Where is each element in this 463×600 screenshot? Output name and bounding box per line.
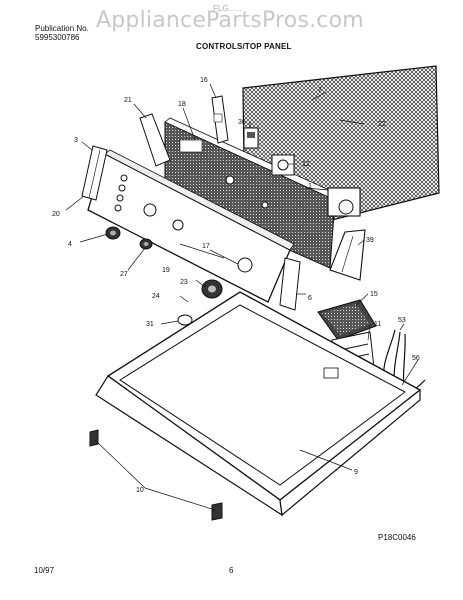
- control-board-12: [317, 299, 377, 341]
- callout-16: 17: [202, 243, 210, 250]
- callout-56: 56: [412, 355, 420, 362]
- switch-36: [243, 127, 259, 149]
- control-10: [271, 154, 295, 176]
- callout-17: 18: [178, 101, 186, 108]
- timer-1: [327, 187, 361, 217]
- callout-labels: 7 22 1 12 36 16 18 21 3 20 4 27 19 17 23…: [52, 77, 420, 494]
- knob-21: [201, 279, 223, 299]
- right-end-cap: [329, 229, 366, 281]
- callout-7: 10: [136, 487, 144, 494]
- callout-18: 19: [162, 267, 170, 274]
- bracket-20: [139, 113, 171, 167]
- callout-15: 16: [200, 77, 208, 84]
- leader-lines: [65, 83, 419, 511]
- callout-4: 4: [68, 241, 72, 248]
- footer-date: 10/97: [34, 566, 55, 575]
- bracket-15: [211, 95, 229, 144]
- publication-label: Publication No.: [35, 24, 89, 33]
- left-end-cap: [81, 145, 108, 201]
- top-panel-53: [95, 291, 422, 517]
- page-number: 6: [229, 566, 234, 575]
- section-title: CONTROLS/TOP PANEL: [196, 42, 292, 51]
- callout-23: 53: [398, 317, 406, 324]
- callout-12: 15: [370, 291, 378, 298]
- callout-1: 1: [308, 183, 312, 190]
- callout-24: 27: [120, 271, 128, 278]
- model-number: FLG......: [213, 4, 242, 13]
- watermark: AppliancePartsPros.com: [96, 8, 364, 33]
- callout-10: 12: [302, 161, 310, 168]
- callout-9: 7: [318, 87, 322, 94]
- callout-39: 22: [378, 121, 386, 128]
- foot-7-right: [211, 502, 223, 521]
- publication-number: 5995300786: [35, 33, 80, 42]
- figure-code: P18C0046: [378, 533, 416, 542]
- foot-7-left: [89, 429, 99, 447]
- callout-3: 3: [74, 137, 78, 144]
- cap-27: [177, 314, 193, 326]
- callout-53: 9: [354, 469, 358, 476]
- trim-6: [279, 257, 301, 311]
- callout-27: 31: [146, 321, 154, 328]
- callout-21: 23: [180, 279, 188, 286]
- callout-22: 24: [152, 293, 160, 300]
- callout-36: 36: [238, 119, 246, 126]
- knob-24: [139, 238, 153, 250]
- callout-19: 20: [52, 211, 60, 218]
- callout-11: 11: [374, 321, 381, 328]
- callout-6: 6: [308, 295, 312, 302]
- callout-31: 39: [366, 237, 374, 244]
- knob-4: [105, 226, 121, 240]
- callout-20: 21: [124, 97, 132, 104]
